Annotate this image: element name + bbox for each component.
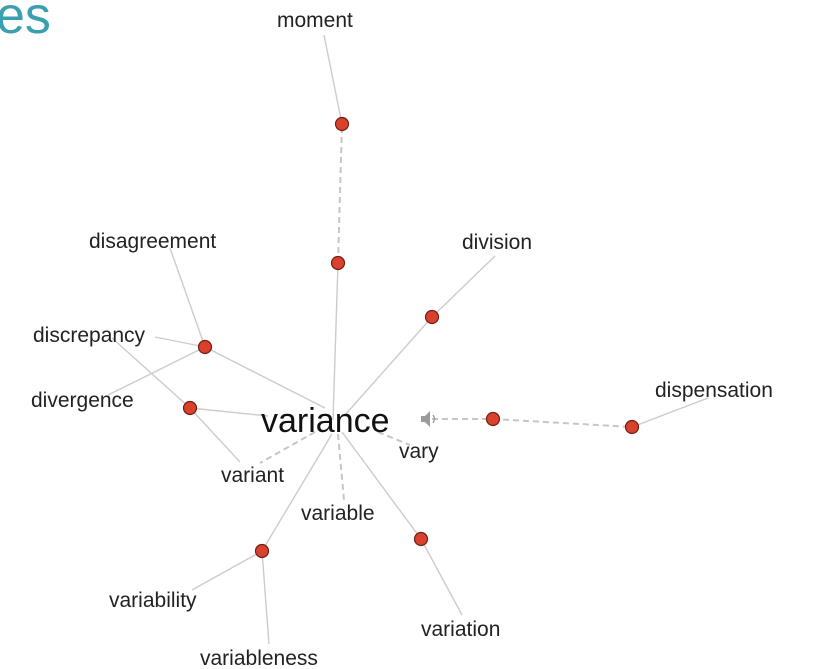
edge-variableness-label xyxy=(261,550,270,645)
word-label-moment[interactable]: moment xyxy=(277,9,353,32)
center-word-label[interactable]: variance xyxy=(261,402,390,440)
synset-node-discrepancy[interactable] xyxy=(197,339,213,355)
word-label-disagreement[interactable]: disagreement xyxy=(89,230,216,253)
word-label-divergence[interactable]: divergence xyxy=(31,389,134,412)
word-label-dispensation[interactable]: dispensation xyxy=(655,379,773,402)
edge-variability-label xyxy=(191,550,263,591)
edge-variance-variability-node xyxy=(261,433,333,552)
word-label-variableness[interactable]: variableness xyxy=(200,647,318,669)
synset-node-variability[interactable] xyxy=(254,543,270,559)
word-label-variation[interactable]: variation xyxy=(421,618,500,641)
edge-variance-node-moment2 xyxy=(332,262,339,421)
edge-discrepancy-label xyxy=(154,336,206,348)
word-label-vary[interactable]: vary xyxy=(399,440,439,463)
edge-division-label xyxy=(431,255,496,318)
edge-discrepancy-variant-node xyxy=(111,337,191,409)
edge-variance-variant-node xyxy=(189,407,269,417)
edge-variance-vary xyxy=(377,431,411,446)
edge-moment-dashed xyxy=(337,123,343,264)
edge-variance-variable xyxy=(337,433,345,501)
graph-nodes[interactable] xyxy=(182,116,640,559)
edge-variance-division-node xyxy=(344,316,433,416)
edge-dispensation-label xyxy=(631,397,709,428)
word-label-variability[interactable]: variability xyxy=(109,589,197,612)
word-label-division[interactable]: division xyxy=(462,231,532,254)
word-label-discrepancy[interactable]: discrepancy xyxy=(33,324,146,347)
edge-variation-label xyxy=(420,538,463,616)
synset-node-variation[interactable] xyxy=(413,531,429,547)
edge-divergence-label xyxy=(107,346,206,396)
word-label-variant[interactable]: variant xyxy=(221,464,284,487)
edge-variance-variation-node xyxy=(341,431,422,540)
synset-node-division[interactable] xyxy=(424,309,440,325)
edge-dispensation-nodes xyxy=(492,418,633,428)
synset-node-moment-2[interactable] xyxy=(330,255,346,271)
edge-moment-label xyxy=(323,34,343,125)
speaker-icon[interactable] xyxy=(421,411,436,427)
edge-variant-node-label xyxy=(189,407,241,463)
edge-variance-variant xyxy=(259,431,316,464)
synset-node-variant[interactable] xyxy=(182,400,198,416)
synset-node-dispensation-1[interactable] xyxy=(485,411,501,427)
edge-variance-synset-node xyxy=(204,346,326,409)
graph-edges xyxy=(107,34,709,645)
graph-labels[interactable]: variance moment disagreement division di… xyxy=(31,9,773,669)
edge-disagreement-label xyxy=(169,247,206,348)
page-title-fragment: es xyxy=(0,0,51,45)
synset-node-dispensation-2[interactable] xyxy=(624,419,640,435)
synset-node-moment-1[interactable] xyxy=(334,116,350,132)
word-label-variable[interactable]: variable xyxy=(301,502,375,525)
